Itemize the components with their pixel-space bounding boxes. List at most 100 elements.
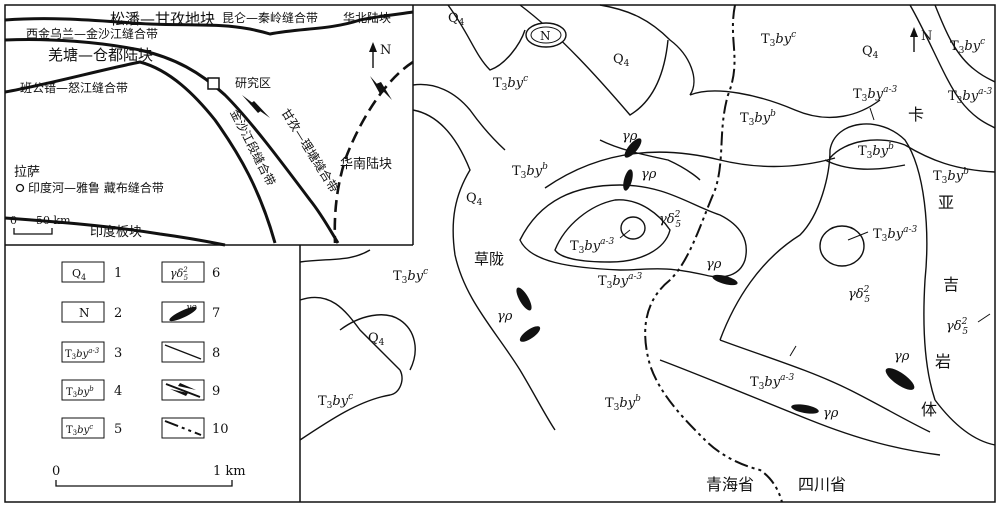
q4-boundary-upper-left xyxy=(412,83,506,151)
tby-a3-xenolith xyxy=(819,225,865,267)
leader-tick xyxy=(789,345,797,357)
svg-text:T3byc: T3byc xyxy=(318,392,353,411)
svg-text:γρ: γρ xyxy=(706,257,722,272)
label-songpan: 松潘—甘孜地块 xyxy=(110,10,215,28)
legend-num-2: 2 xyxy=(114,306,122,321)
leader-tick xyxy=(977,313,991,323)
legend-num-9: 9 xyxy=(212,384,220,399)
label-yan: 岩 xyxy=(935,352,951,371)
tby-b-contact-upper xyxy=(689,90,881,118)
label-ya: 亚 xyxy=(938,193,954,212)
legend-box-6 xyxy=(161,261,205,283)
svg-text:γρ: γρ xyxy=(641,167,657,182)
fault-symbol xyxy=(165,383,201,398)
main-map: N N Q4 Q4 Q4 Q4 Q4 T3byc T3byc T3byc T3b… xyxy=(299,4,996,503)
lhasa-marker xyxy=(15,183,25,193)
tby-a3-lower-contact xyxy=(719,339,931,433)
granite-dyke xyxy=(516,287,532,311)
bangong-suture-line xyxy=(4,60,277,244)
granite-dyke xyxy=(791,404,819,414)
left-edge-contact xyxy=(299,249,371,263)
inset-north-label: N xyxy=(380,43,391,58)
label-lasa: 拉萨 xyxy=(14,165,40,180)
legend-box-1 xyxy=(61,261,105,283)
left-q4-lower xyxy=(299,369,403,441)
fault-arrow xyxy=(250,101,270,118)
small-intrusion-center xyxy=(620,216,646,240)
inset-north-arrow-head xyxy=(369,42,377,52)
q4-lobe-line xyxy=(599,4,695,96)
right-contact-upper xyxy=(909,4,996,129)
province-boundary-symbol xyxy=(164,420,202,436)
tby-contact-center xyxy=(599,139,701,181)
label-ti: 体 xyxy=(921,400,937,419)
label-caolong: 草陇 xyxy=(474,250,504,268)
granite-dyke xyxy=(712,274,738,286)
fault-arrow xyxy=(376,82,392,100)
legend-num-7: 7 xyxy=(212,306,220,321)
main-north-label: N xyxy=(921,29,932,44)
left-q4-upper xyxy=(299,296,401,371)
fault-arrow-symbol xyxy=(170,389,188,396)
geologic-boundary-symbol xyxy=(164,344,202,360)
legend-num-6: 6 xyxy=(212,266,220,281)
legend-box-5 xyxy=(61,417,105,439)
yarlung-suture-line xyxy=(4,216,226,247)
granite-dyke xyxy=(623,169,633,191)
granite-dyke xyxy=(624,138,642,158)
kayaji-granite-boundary xyxy=(719,123,936,401)
svg-text:T3byc: T3byc xyxy=(66,423,93,437)
label-huanan: 华南陆块 xyxy=(340,156,392,172)
label-huabei: 华北陆块 xyxy=(343,10,391,25)
main-scale-1km: 1 km xyxy=(213,464,246,479)
tby-b-lower-contact xyxy=(659,359,941,456)
label-bangong: 班公错—怒江缝合带 xyxy=(20,80,128,95)
legend-num-4: 4 xyxy=(114,384,122,399)
neogene-label: N xyxy=(540,29,551,43)
legend-num-1: 1 xyxy=(114,266,122,281)
neogene-outcrop-inner xyxy=(530,26,562,44)
granite-dyke xyxy=(519,326,541,342)
svg-text:γρ: γρ xyxy=(823,406,839,421)
right-contact-top xyxy=(934,4,996,83)
svg-text:T3byc: T3byc xyxy=(761,30,796,49)
legend-num-10: 10 xyxy=(212,422,229,437)
qinghai-sichuan-boundary xyxy=(644,4,783,503)
svg-text:γρ: γρ xyxy=(622,129,638,144)
label-yindu-plate: 印度板块 xyxy=(90,224,142,240)
right-contact-mid xyxy=(904,144,996,173)
label-xijin: 西金乌兰—金沙江缝合带 xyxy=(26,26,158,41)
label-ka: 卡 xyxy=(908,105,924,124)
caolong-boundary xyxy=(412,109,556,431)
legend-box-4 xyxy=(61,379,105,401)
q4-boundary-top xyxy=(447,4,526,71)
main-scale-0: 0 xyxy=(52,464,60,479)
fault-arrow-symbol xyxy=(178,383,196,390)
inset-scale-50: 50 km xyxy=(36,214,71,227)
svg-text:γρ: γρ xyxy=(497,309,513,324)
leader-tick xyxy=(869,107,875,121)
tby-a3-inlier xyxy=(519,184,747,278)
label-yindu-suture: 印度河—雅鲁 藏布缝合带 xyxy=(28,180,164,195)
svg-text:N: N xyxy=(79,306,90,320)
jinsha-suture-line xyxy=(4,37,340,244)
inset-scale-bar xyxy=(13,228,53,235)
label-yanjiu: 研究区 xyxy=(235,75,271,90)
right-contact-lower xyxy=(934,399,996,446)
left-q4-lobe xyxy=(339,314,416,371)
svg-text:γρ: γρ xyxy=(186,303,197,313)
svg-text:T3byc: T3byc xyxy=(493,74,528,93)
leader-tick xyxy=(619,229,631,239)
granite-symbol xyxy=(169,306,197,322)
legend-box-3 xyxy=(61,341,105,363)
legend-box-2 xyxy=(61,301,105,323)
inset-scale-0: 0 xyxy=(10,214,17,227)
label-qiangtang: 羌塘—仓都陆块 xyxy=(48,46,153,64)
